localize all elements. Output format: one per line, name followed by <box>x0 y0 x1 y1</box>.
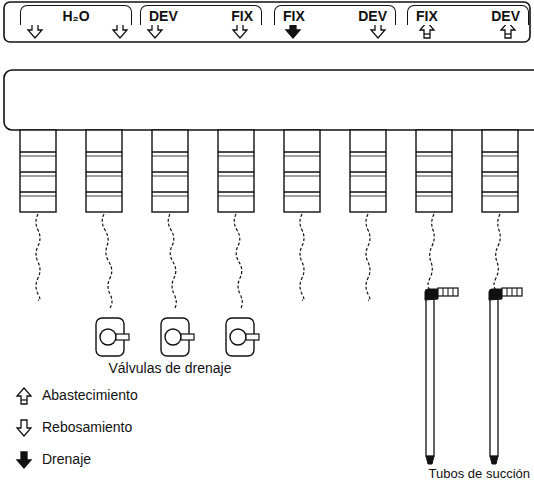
legend-text: Drenaje <box>42 451 91 468</box>
tank-label-bracket: DEV FIX <box>140 5 262 25</box>
tank-label: DEV <box>149 8 178 24</box>
tank-label: H₂O <box>62 8 89 24</box>
tank-block <box>4 70 534 130</box>
tank-label-bracket: FIX DEV <box>274 5 396 25</box>
valves-label: Válvulas de drenaje <box>78 360 262 377</box>
tank-label: FIX <box>231 8 253 24</box>
tank-label-bracket: H₂O <box>20 5 132 25</box>
tank-label: DEV <box>491 8 520 24</box>
tubes-label: Tubos de succión <box>429 465 530 482</box>
legend-text: Abastecimiento <box>42 387 138 404</box>
tank-label: FIX <box>283 8 305 24</box>
tank-label: FIX <box>416 8 438 24</box>
tank-label-bracket: FIX DEV <box>407 5 529 25</box>
tank-label: DEV <box>358 8 387 24</box>
top-bar <box>4 2 530 42</box>
legend-text: Rebosamiento <box>42 419 132 436</box>
